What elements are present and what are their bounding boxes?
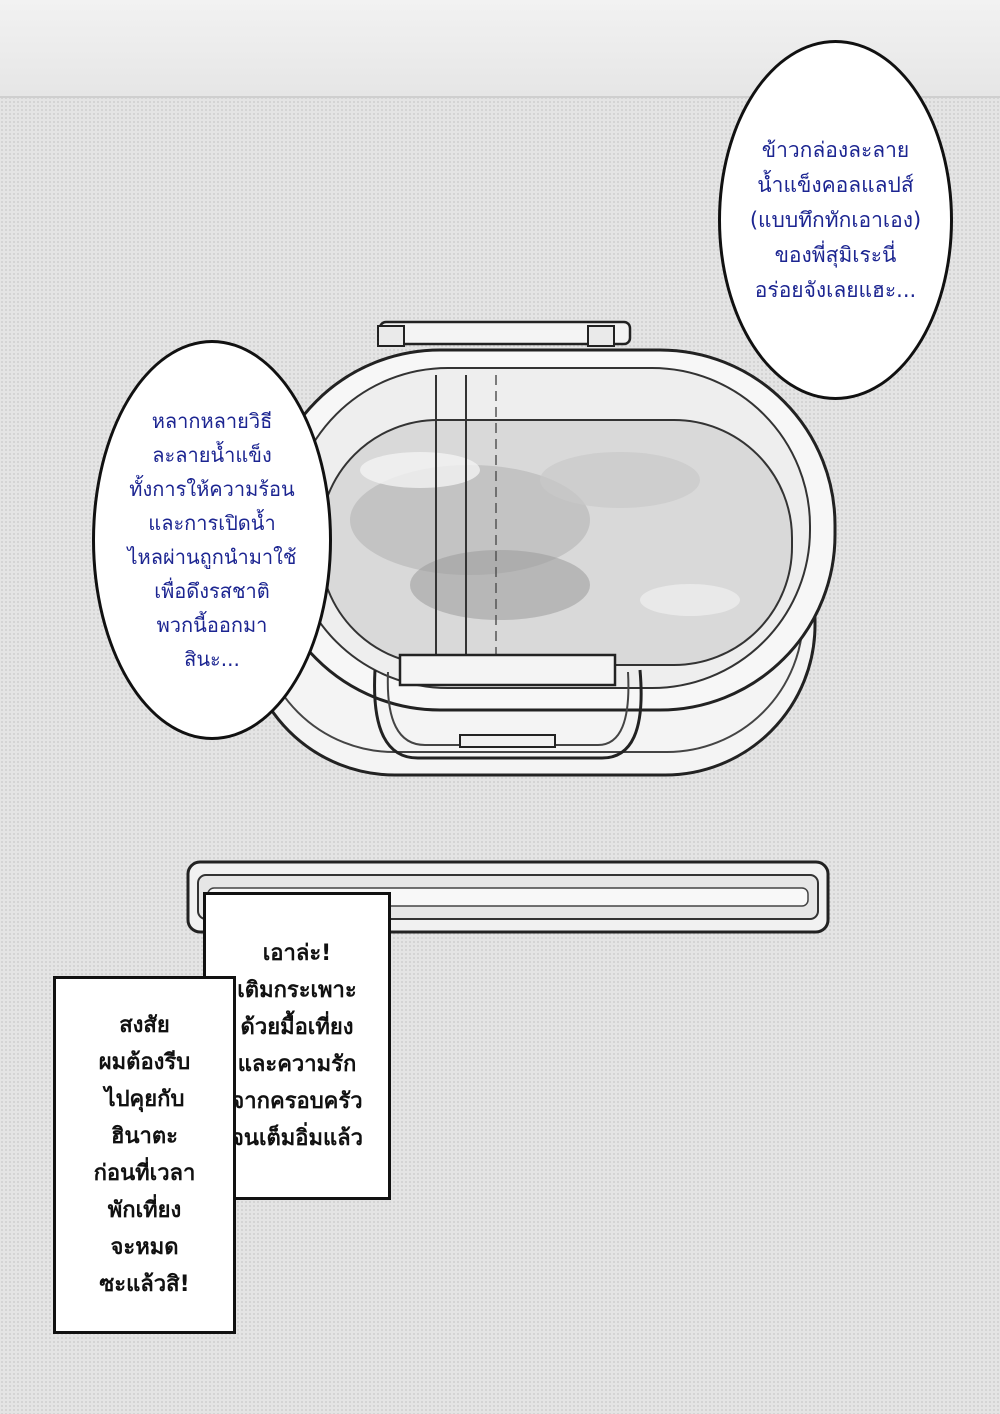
narration-text-left: สงสัย ผมต้องรีบ ไปคุยกับ ฮินาตะ ก่อนที่เ… bbox=[93, 1013, 196, 1297]
narration-text-right: เอาล่ะ! เติมกระเพาะ ด้วยมื้อเที่ยง และคว… bbox=[231, 941, 363, 1151]
speech-bubble-left: หลากหลายวิธี ละลายน้ำแข็ง ทั้งการให้ความ… bbox=[92, 340, 332, 740]
speech-text-top-right: ข้าวกล่องละลาย น้ำแข็งคอลแลปส์ (แบบทึกทั… bbox=[749, 137, 922, 302]
narration-box-left: สงสัย ผมต้องรีบ ไปคุยกับ ฮินาตะ ก่อนที่เ… bbox=[53, 976, 236, 1334]
speech-bubble-top-right: ข้าวกล่องละลาย น้ำแข็งคอลแลปส์ (แบบทึกทั… bbox=[718, 40, 953, 400]
speech-text-left: หลากหลายวิธี ละลายน้ำแข็ง ทั้งการให้ความ… bbox=[127, 409, 297, 671]
bento-box-icon bbox=[243, 320, 837, 777]
